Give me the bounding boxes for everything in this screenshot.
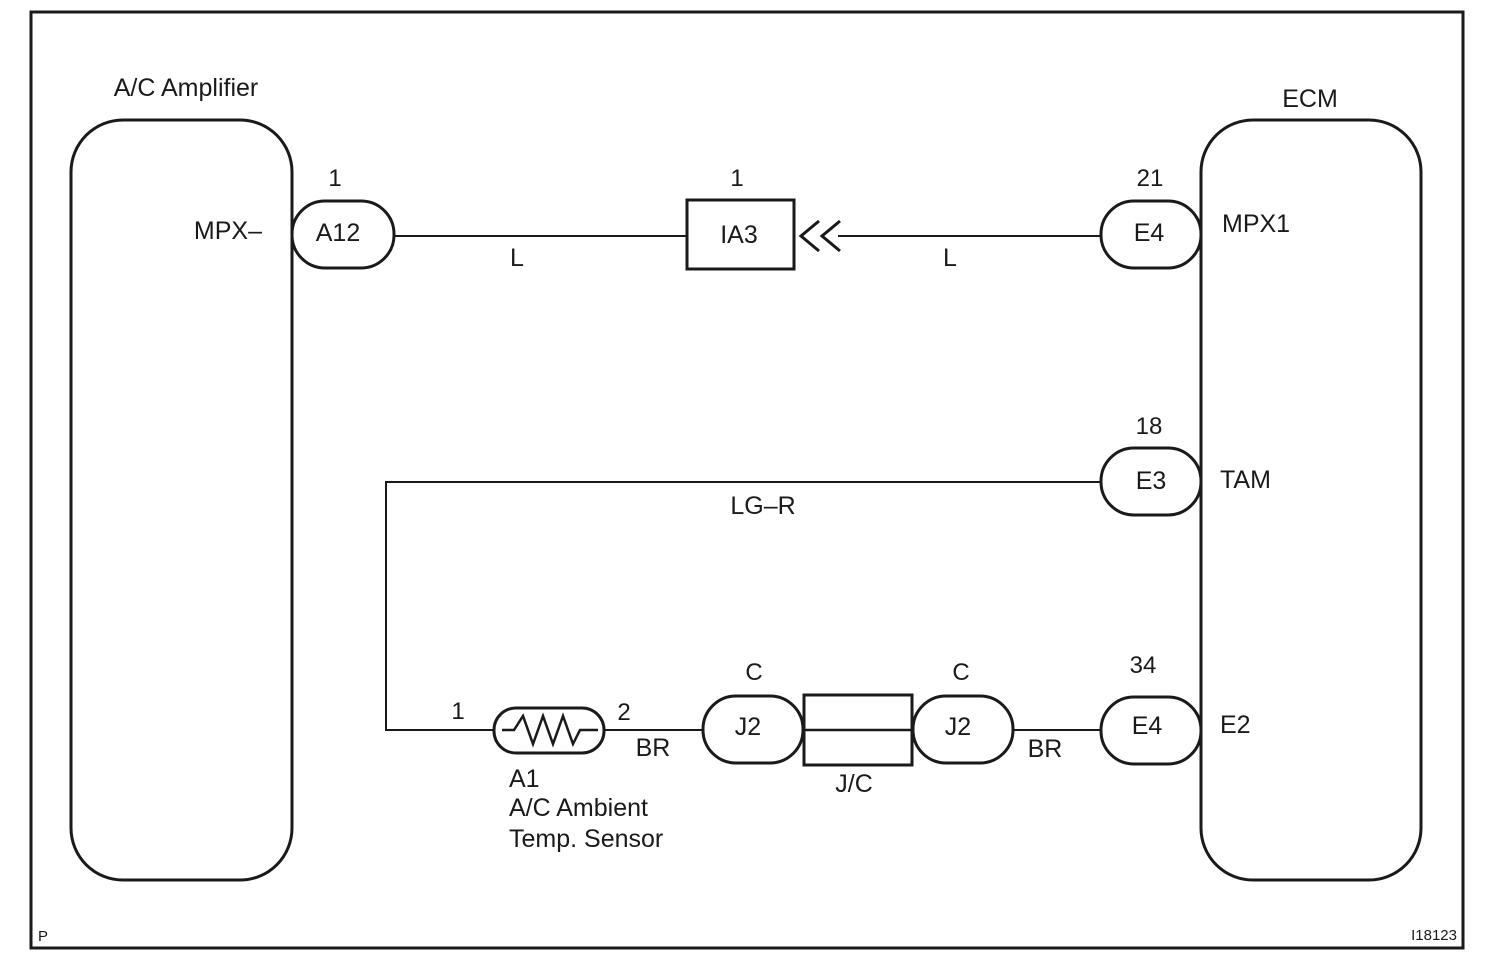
wire-color-mpx-right: L (943, 244, 957, 272)
sensor-name-line2: Temp. Sensor (509, 825, 663, 853)
wire-color-e2-left: BR (636, 734, 671, 762)
sensor-pin-out: 2 (617, 699, 630, 726)
connector-ia3: IA3 1 (685, 165, 841, 271)
wire-color-tam: LG–R (730, 492, 795, 520)
connector-ecm-e4-e2-code: E4 (1132, 712, 1163, 740)
connector-j2-right-code: J2 (945, 713, 971, 741)
figure-id: I18123 (1411, 927, 1457, 944)
connector-ecm-e4-mpx1-pin: 21 (1137, 165, 1164, 192)
connector-ecm-e3-tam-pin: 18 (1136, 413, 1163, 440)
connector-j2-left-body (701, 694, 805, 765)
connector-ecm-e4-e2: E4 34 (1099, 652, 1203, 766)
wire-tam (385, 481, 1101, 731)
wire-color-mpx-left: L (510, 244, 524, 272)
connector-a12-code: A12 (316, 219, 360, 247)
connector-ecm-e4-mpx1: E4 21 (1099, 165, 1203, 270)
connector-ia3-pin: 1 (730, 165, 743, 192)
ecm-terminal-tam: TAM (1220, 466, 1271, 494)
connector-ia3-plug-chevron-inner (798, 219, 820, 253)
ecm-body (1199, 118, 1423, 882)
ac-amplifier-title: A/C Amplifier (114, 74, 258, 102)
connector-ia3-body (685, 198, 796, 271)
ecm-terminal-e2: E2 (1220, 711, 1251, 739)
sensor-pin-in: 1 (451, 698, 464, 725)
ac-amplifier-body (69, 118, 294, 882)
connector-ecm-e3-tam: E3 18 (1099, 413, 1203, 517)
connector-ecm-e4-e2-pin: 34 (1130, 652, 1157, 679)
ecm-terminal-mpx1: MPX1 (1222, 210, 1290, 238)
thermistor-symbol-icon (502, 712, 598, 748)
wire-color-e2-right: BR (1028, 735, 1063, 763)
connector-j2-left-code: J2 (735, 713, 761, 741)
connector-ecm-e4-mpx1-code: E4 (1134, 219, 1165, 247)
connector-ecm-e4-e2-body (1099, 695, 1203, 766)
wires: L L LG–R BR BR (385, 235, 1101, 763)
junction-connector: J/C J2 C J2 C (701, 659, 1015, 798)
connector-ia3-code: IA3 (720, 221, 758, 249)
sensor-name-line1: A/C Ambient (509, 794, 648, 822)
ecm: ECM MPX1 TAM E2 (1199, 85, 1423, 882)
connector-ecm-e4-mpx1-body (1099, 199, 1203, 270)
connector-j2-right-pin: C (952, 659, 969, 686)
connector-ecm-e3-tam-code: E3 (1136, 467, 1167, 495)
connector-j2-left-pin: C (745, 659, 762, 686)
junction-label: J/C (835, 770, 873, 798)
connector-j2-right-body (911, 694, 1015, 765)
ac-amplifier: A/C Amplifier MPX– (69, 74, 294, 882)
connector-a12-body (290, 199, 396, 270)
footer-left-mark: P (38, 928, 48, 945)
connector-ia3-plug-chevron-outer (819, 219, 841, 253)
ecm-title: ECM (1282, 85, 1338, 113)
connector-a12-pin: 1 (328, 165, 341, 192)
diagram-frame (29, 10, 1465, 950)
sensor-code: A1 (509, 765, 540, 793)
connector-a12: A12 1 (290, 165, 396, 270)
connector-ecm-e3-tam-body (1099, 446, 1203, 517)
ac-amplifier-terminal-mpx: MPX– (194, 217, 262, 245)
sensor-a1: 1 2 A1 A/C Ambient Temp. Sensor (451, 698, 663, 853)
